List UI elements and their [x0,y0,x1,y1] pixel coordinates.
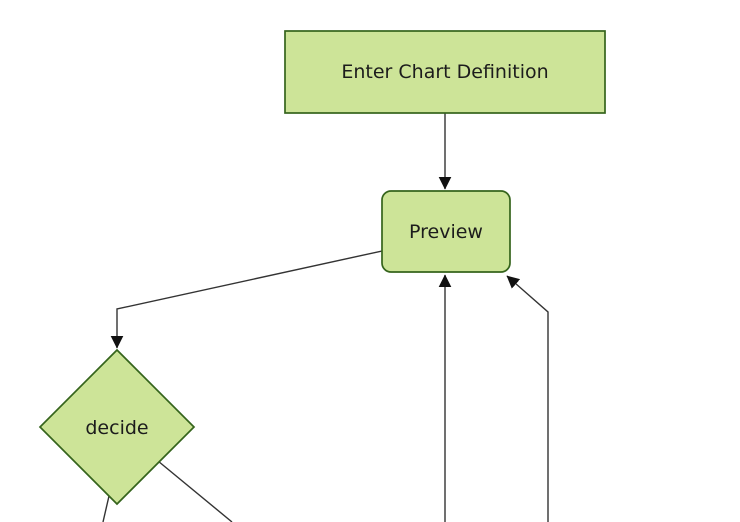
node-decide-label: decide [85,417,148,439]
edge-preview-to-decide [110,250,383,349]
node-enter-chart-definition-shape [284,30,606,114]
node-preview-shape [381,190,511,273]
node-preview-label: Preview [409,221,483,243]
edge-layer [102,113,549,522]
node-enter-chart-definition-label: Enter Chart Definition [341,61,548,83]
node-enter-chart-definition: Enter Chart Definition [284,30,606,114]
edge-decide-to-offscreen-left [102,495,110,522]
node-decide: decide [38,348,196,506]
edge-return-bottom-right-to-preview [506,275,549,522]
node-layer: Enter Chart Definition Preview decide [38,30,606,506]
node-decide-shape [38,348,196,506]
node-preview: Preview [381,190,511,273]
edge-decide-to-offscreen-right [157,460,233,522]
